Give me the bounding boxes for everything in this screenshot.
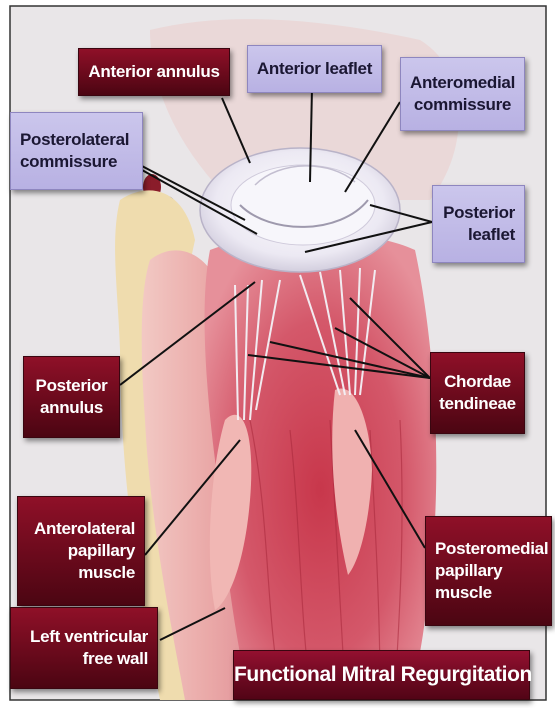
label-left-ventricular-free-wall: Left ventricular free wall: [10, 607, 158, 689]
label-posterior-annulus: Posterior annulus: [23, 356, 120, 438]
label-chordae-tendineae: Chordae tendineae: [430, 352, 525, 434]
label-anterolateral-papillary-muscle: Anterolateral papillary muscle: [17, 496, 145, 606]
label-posterolateral-commissure: Posterolateral commissure: [10, 112, 143, 190]
label-anterior-leaflet: Anterior leaflet: [247, 45, 382, 93]
figure-title: Functional Mitral Regurgitation: [233, 650, 530, 700]
label-posterior-leaflet: Posterior leaflet: [432, 185, 525, 263]
label-anteromedial-commissure: Anteromedial commissure: [400, 57, 525, 131]
label-anterior-annulus: Anterior annulus: [78, 48, 230, 96]
label-posteromedial-papillary-muscle: Posteromedial papillary muscle: [425, 516, 552, 626]
